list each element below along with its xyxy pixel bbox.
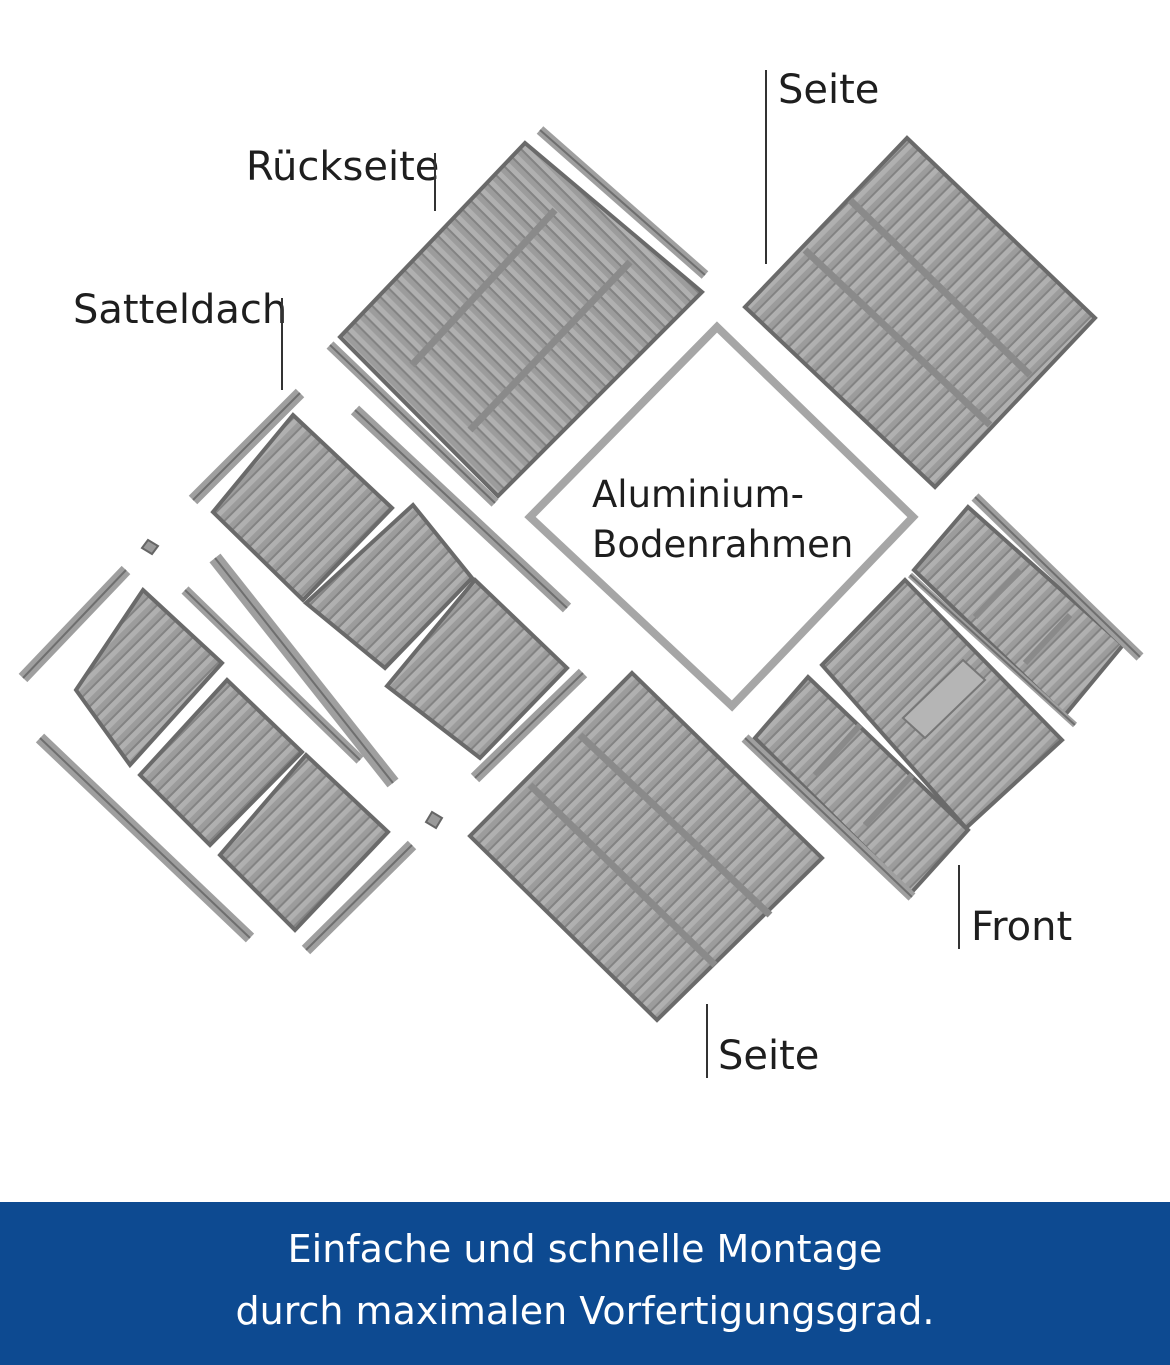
roof-rail-6-edge (39, 737, 251, 939)
banner-line-2: durch maximalen Vorfertigungsgrad. (235, 1289, 935, 1333)
seite-top-divider-1 (847, 197, 1033, 378)
label-satteldach: Satteldach (73, 287, 288, 333)
roof-panel-4 (73, 586, 225, 769)
banner-line-1: Einfache und schnelle Montage (287, 1227, 883, 1271)
rueckseite-divider-2 (467, 259, 633, 433)
rail-rueckseite-top-edge (539, 129, 706, 276)
leader-rueckseite (434, 153, 436, 211)
roof-panel-5 (137, 677, 305, 848)
seite-bottom-divider-2 (527, 782, 718, 968)
front-top-mullion-1 (972, 567, 1023, 620)
roof-panel-6 (217, 752, 391, 933)
leader-seite-bottom (706, 1004, 708, 1078)
roof-rail-1-edge (192, 392, 301, 501)
roof-panel-3 (384, 577, 570, 761)
roof-rail-5-edge (22, 569, 127, 679)
seite-top-divider-2 (802, 247, 993, 428)
base-frame (524, 321, 919, 712)
front-door-handle (901, 658, 987, 740)
roof-rail-3-edge (214, 557, 394, 784)
parts-drawing (18, 126, 1144, 1023)
leader-front (958, 865, 960, 949)
label-bodenrahmen: Aluminium- Bodenrahmen (592, 470, 853, 570)
label-bodenrahmen-line2: Bodenrahmen (592, 523, 854, 566)
panel-rueckseite (337, 140, 705, 499)
label-rueckseite: Rückseite (246, 144, 440, 190)
roof-panel-2 (302, 502, 475, 671)
roof-rail-8-edge (305, 844, 413, 951)
front-rail-bottom-edge (744, 737, 913, 898)
front-bottom-mullion-2 (862, 772, 915, 828)
roof-rail-2-edge (354, 409, 568, 609)
label-bodenrahmen-line1: Aluminium- (592, 473, 804, 516)
connector-1 (140, 538, 160, 556)
connector-2 (424, 810, 444, 830)
panel-seite-top (742, 135, 1098, 490)
rueckseite-divider-1 (409, 207, 558, 368)
front-top-mullion-2 (1022, 612, 1073, 666)
leader-seite-top (765, 70, 767, 264)
front-rail-mid-edge (909, 574, 1076, 726)
label-seite-bottom: Seite (718, 1033, 820, 1079)
roof-rail-7-edge (474, 672, 584, 779)
leader-satteldach (281, 298, 283, 390)
front-bottom-mullion-1 (812, 722, 863, 778)
label-front: Front (971, 904, 1073, 950)
roof-panel-1 (210, 412, 395, 603)
seite-bottom-divider-1 (577, 732, 773, 918)
exploded-diagram: Rückseite Seite Satteldach Aluminium- Bo… (18, 67, 1144, 1079)
rail-rueckseite-bottom-edge (329, 344, 496, 504)
roof-rail-4-edge (184, 589, 361, 761)
footer-banner: Einfache und schnelle Montage durch maxi… (0, 1202, 1170, 1365)
front-rail-top-edge (974, 496, 1141, 658)
panel-seite-bottom (467, 670, 825, 1023)
label-seite-top: Seite (778, 67, 880, 113)
